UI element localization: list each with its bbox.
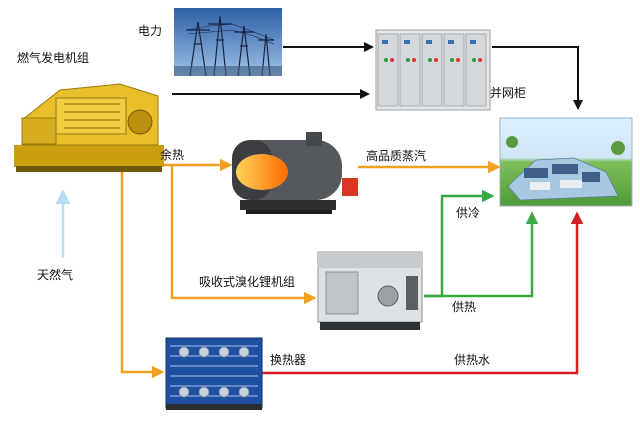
heat-exchanger-label: 换热器 (270, 353, 307, 367)
heating-line (424, 211, 539, 298)
absorption-chiller-image (317, 251, 423, 330)
absorption-chiller-label: 吸收式溴化锂机组 (199, 275, 296, 289)
cabinet-to-building-line (492, 46, 583, 110)
cooling-heating-lines (424, 189, 539, 298)
heat-branch-v1 (120, 165, 165, 379)
hot-water-line (230, 211, 584, 375)
steam-label: 高品质蒸汽 (366, 149, 427, 163)
electric-lines (172, 42, 583, 110)
cooling-label: 供冷 (456, 206, 481, 220)
heating-label: 供热 (452, 300, 477, 314)
heat-branch-v2 (170, 165, 317, 305)
boiler-image (232, 132, 358, 214)
waste-heat-label: 余热 (160, 148, 185, 162)
natural-gas-label: 天然气 (37, 268, 74, 282)
generator-image (14, 83, 164, 172)
heat-exchanger-image (165, 337, 263, 410)
cabinet-label: 并网柜 (490, 86, 527, 100)
power-label: 电力 (138, 24, 163, 38)
cabinet-image (375, 29, 491, 111)
generator-label: 燃气发电机组 (17, 51, 90, 65)
power-tower-image (174, 8, 282, 77)
building-image (499, 117, 633, 207)
hot-water-label: 供热水 (454, 353, 491, 367)
